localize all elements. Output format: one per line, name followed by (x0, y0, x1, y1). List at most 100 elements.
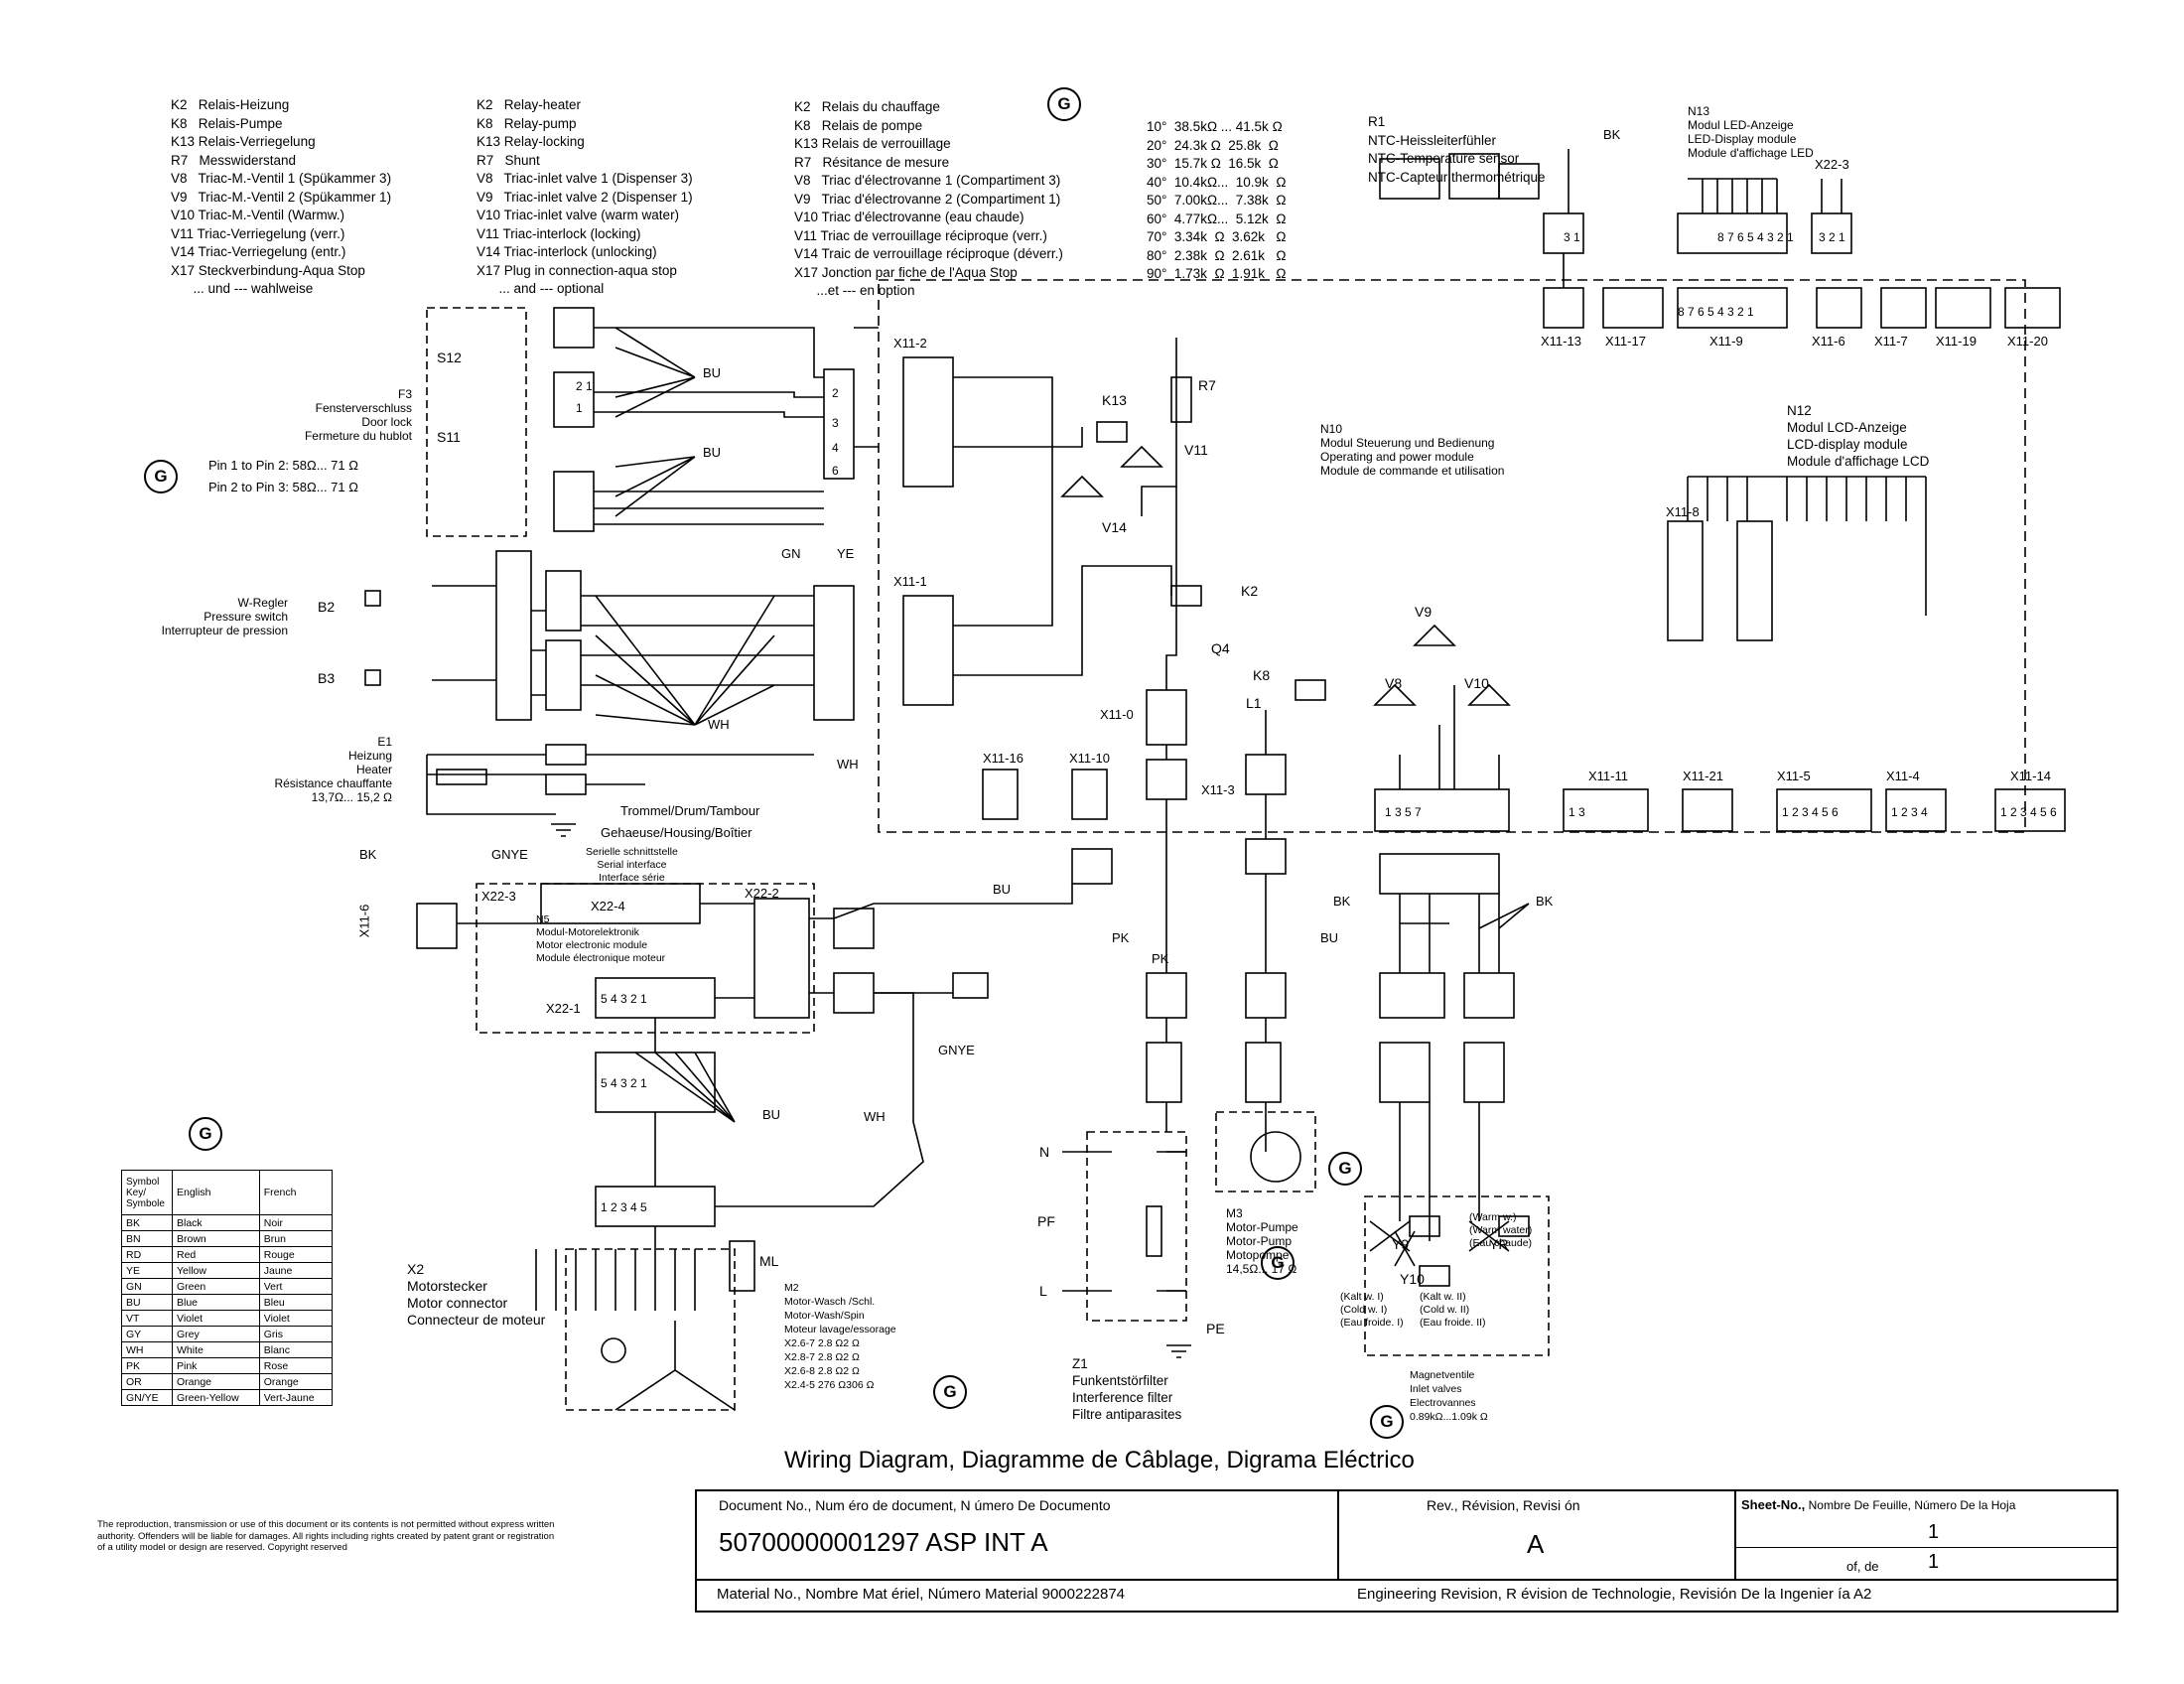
svg-text:3 1: 3 1 (1564, 230, 1580, 244)
v10-label: V10 (1464, 675, 1489, 691)
r7-resistor (1170, 376, 1192, 423)
x11-1-label: X11-1 (893, 574, 927, 589)
wire-color-gn: GN (781, 546, 801, 561)
pe-housing-label: Gehaeuse/Housing/Boîtier (601, 825, 752, 840)
x11-7-label: X11-7 (1874, 334, 1908, 349)
svg-text:1: 1 (576, 401, 583, 415)
v14-label: V14 (1102, 519, 1127, 535)
wire-color-wh: WH (837, 757, 859, 772)
x11-connector-block (823, 368, 855, 480)
x11-16-label: X11-16 (983, 751, 1024, 766)
yr-label: YR (1489, 1236, 1509, 1252)
wire-color-wh: WH (864, 1109, 886, 1124)
svg-text:3: 3 (832, 416, 839, 430)
of-label: of, de (1846, 1559, 1879, 1574)
g-mark: G (933, 1375, 967, 1409)
wire-color-bk: BK (1536, 894, 1554, 909)
ml-label: ML (759, 1253, 779, 1269)
title-block: Document No., Num éro de document, N úme… (695, 1489, 2118, 1613)
wire-color-bk: BK (1603, 127, 1621, 142)
x11-11-label: X11-11 (1588, 769, 1628, 783)
s11-label: S11 (437, 429, 461, 445)
v9-label: V9 (1415, 604, 1433, 620)
wire-color-bu: BU (1320, 930, 1339, 945)
x22-4-label: X22-4 (591, 899, 625, 913)
x11-0-label: X11-0 (1100, 707, 1134, 722)
g-mark: G (1261, 1246, 1295, 1280)
x11-13-label: X11-13 (1541, 334, 1581, 349)
g-mark: G (1328, 1152, 1362, 1186)
b2-label: B2 (318, 599, 336, 615)
material-number: Material No., Nombre Mat ériel, Número M… (717, 1586, 1126, 1603)
wire-color-wh: WH (708, 717, 730, 732)
svg-text:1 2 3 4 5 6: 1 2 3 4 5 6 (1782, 805, 1839, 819)
pf-label: PF (1037, 1213, 1055, 1229)
x11-21-label: X11-21 (1683, 769, 1723, 783)
x11-6-label: X11-6 (1812, 334, 1845, 349)
x11-8-label: X11-8 (1666, 504, 1700, 519)
s12-label: S12 (437, 350, 462, 365)
k2-label: K2 (1241, 583, 1259, 599)
svg-text:1 3: 1 3 (1569, 805, 1585, 819)
q4-label: Q4 (1211, 640, 1230, 656)
x22-3-top-label: X22-3 (1815, 157, 1849, 172)
sheet-number-label: Sheet-No., Nombre De Feuille, Número De … (1741, 1497, 2016, 1512)
x11-2-label: X11-2 (893, 336, 927, 351)
k8-label: K8 (1253, 667, 1271, 683)
revision-label: Rev., Révision, Revisi ón (1427, 1497, 1580, 1513)
wire-color-bu: BU (703, 365, 722, 380)
document-number-label: Document No., Num éro de document, N úme… (719, 1497, 1111, 1513)
wire-color-bu: BU (993, 882, 1012, 897)
x11-1-block (902, 595, 954, 706)
wire-color-bk: BK (359, 847, 377, 862)
g-mark: G (189, 1117, 222, 1151)
main-title: Wiring Diagram, Diagramme de Câblage, Di… (784, 1447, 1415, 1474)
x11-17-label: X11-17 (1605, 334, 1646, 349)
svg-text:1 2 3 4: 1 2 3 4 (1891, 805, 1928, 819)
x11-19-label: X11-19 (1936, 334, 1977, 349)
l-label: L (1039, 1283, 1047, 1299)
wire-color-pk: PK (1112, 930, 1130, 945)
n10-module-outline (878, 279, 2026, 833)
k13-label: K13 (1102, 392, 1127, 408)
l1-label: L1 (1246, 695, 1262, 711)
svg-text:2 1: 2 1 (576, 379, 593, 393)
r7-label: R7 (1198, 377, 1216, 393)
svg-text:8 7 6 5 4 3 2 1: 8 7 6 5 4 3 2 1 (1678, 305, 1754, 319)
x22-1-label: X22-1 (546, 1001, 581, 1016)
sheet-number-value: 1 (1928, 1521, 1940, 1543)
n-label: N (1039, 1144, 1050, 1160)
n5-module-outline (476, 883, 815, 1034)
v8-label: V8 (1385, 675, 1403, 691)
x22-3-left-label: X22-3 (481, 889, 516, 904)
svg-text:2: 2 (832, 386, 839, 400)
g-mark: G (1370, 1405, 1404, 1439)
z1-filter-outline (1086, 1131, 1187, 1322)
x11-3-label: X11-3 (1201, 782, 1235, 797)
x11-6-left-label: X11-6 (356, 904, 372, 938)
